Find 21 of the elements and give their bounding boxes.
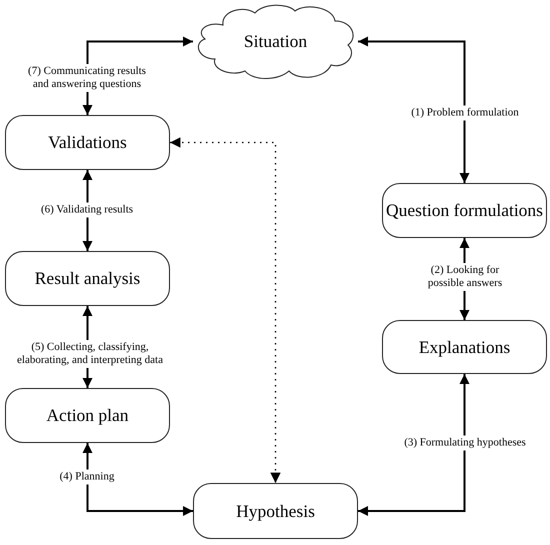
arrow <box>82 443 193 516</box>
process-box <box>5 115 170 170</box>
process-box <box>5 388 170 443</box>
node-label: Action plan <box>46 405 129 426</box>
node-label: Result analysis <box>34 268 140 289</box>
edge-label: (1) Problem formulation <box>409 106 521 120</box>
edge-label: (3) Formulating hypotheses <box>402 436 528 450</box>
arrow <box>358 36 470 183</box>
process-box <box>193 483 358 539</box>
node-label: Validations <box>48 132 127 153</box>
node-label: Situation <box>244 31 308 52</box>
node-label: Explanations <box>418 336 510 358</box>
dotted-arrow <box>170 137 281 483</box>
edge-label: (4) Planning <box>58 470 116 484</box>
process-box <box>382 320 547 374</box>
process-box <box>382 183 547 238</box>
process-box <box>5 251 170 306</box>
node-label: Question formulations <box>386 200 543 221</box>
edge-label: (6) Validating results <box>38 202 136 218</box>
node-label: Hypothesis <box>236 500 315 522</box>
arrow <box>358 374 470 516</box>
